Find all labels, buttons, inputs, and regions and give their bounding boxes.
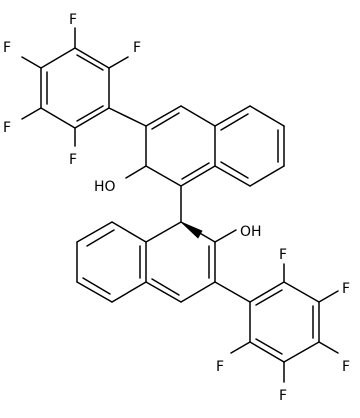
fluorine-label: F (216, 359, 224, 375)
hydroxyl-label: OH (240, 224, 262, 240)
lower-aryl-link-bond (214, 281, 251, 303)
fluorine-label: F (342, 281, 350, 297)
lower-pentafluorophenyl-ring (230, 263, 339, 383)
fluorine-label: F (3, 40, 11, 56)
stereo-wedge-bond (180, 221, 203, 239)
fluorine-label: F (69, 12, 77, 28)
fluorine-label: F (69, 152, 77, 168)
fluorine-label: F (279, 247, 287, 263)
fluorine-label: F (342, 359, 350, 375)
upper-aryl-link-bond (108, 107, 147, 127)
lower-naphthalene (76, 221, 237, 303)
hydroxyl-label: HO (94, 179, 116, 195)
upper-naphthalene (125, 105, 285, 187)
upper-pentafluorophenyl-ring (21, 27, 129, 147)
fluorine-label: F (279, 388, 287, 404)
fluorine-label: F (3, 120, 11, 136)
fluorine-label: F (133, 40, 141, 56)
